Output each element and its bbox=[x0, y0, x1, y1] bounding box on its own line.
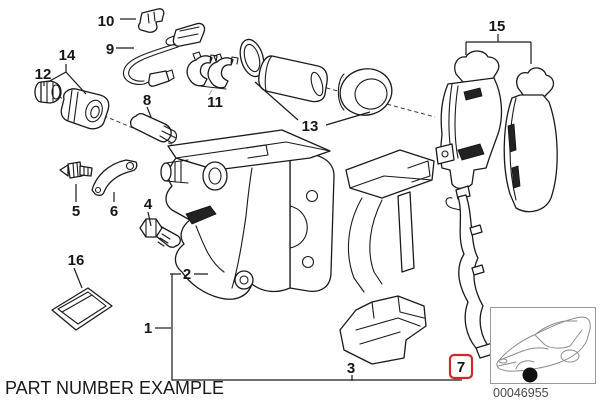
brake-caliper-drawing bbox=[160, 129, 335, 300]
callout-10[interactable]: 10 bbox=[98, 13, 115, 30]
callout-15[interactable]: 15 bbox=[489, 18, 506, 35]
brake-location-dot bbox=[522, 367, 538, 383]
car-sketch bbox=[496, 316, 591, 383]
callout-6[interactable]: 6 bbox=[110, 203, 118, 220]
footer-caption: PART NUMBER EXAMPLE bbox=[5, 378, 224, 398]
retaining-clip-small-drawing bbox=[137, 8, 165, 33]
callout-8[interactable]: 8 bbox=[143, 92, 151, 109]
wear-sensor-drawing bbox=[122, 22, 206, 87]
callout-leader-lines bbox=[43, 18, 532, 381]
callout-1[interactable]: 1 bbox=[144, 320, 152, 337]
guide-pin-drawing bbox=[129, 112, 177, 144]
callout-7[interactable]: 7 bbox=[457, 359, 465, 376]
caliper-carrier-drawing bbox=[339, 149, 435, 365]
callout-11[interactable]: 11 bbox=[207, 94, 223, 111]
callout-4[interactable]: 4 bbox=[144, 196, 153, 213]
guide-bushing-drawing bbox=[60, 88, 110, 130]
callout-2[interactable]: 2 bbox=[183, 266, 191, 283]
callout-13[interactable]: 13 bbox=[302, 118, 319, 135]
thumbnail-border bbox=[490, 307, 596, 384]
callout-16[interactable]: 16 bbox=[68, 252, 85, 269]
callout-14[interactable]: 14 bbox=[59, 47, 76, 64]
example-part-number: 00046955 bbox=[493, 386, 549, 400]
brake-pad-left-drawing bbox=[435, 50, 503, 190]
callout-12[interactable]: 12 bbox=[35, 66, 52, 83]
bleeder-screw-drawing bbox=[59, 161, 93, 179]
caliper-bolt-drawing bbox=[139, 218, 181, 248]
callout-9[interactable]: 9 bbox=[106, 41, 114, 58]
callout-labels: 10 9 14 12 8 11 13 15 5 6 4 16 2 1 3 7 bbox=[35, 13, 506, 380]
piston-seal-kit-drawing bbox=[239, 38, 393, 116]
sensor-clip-pair-drawing bbox=[186, 51, 239, 90]
highlight-box bbox=[448, 353, 474, 380]
guide-cap-drawing bbox=[34, 80, 62, 104]
retaining-bracket-drawing bbox=[91, 159, 138, 196]
callout-3[interactable]: 3 bbox=[347, 360, 355, 377]
callout-5[interactable]: 5 bbox=[72, 203, 80, 220]
grease-packet-drawing bbox=[51, 287, 113, 331]
brake-pad-right-drawing bbox=[503, 67, 558, 213]
vehicle-location-thumbnail: 00046955 bbox=[490, 307, 596, 400]
